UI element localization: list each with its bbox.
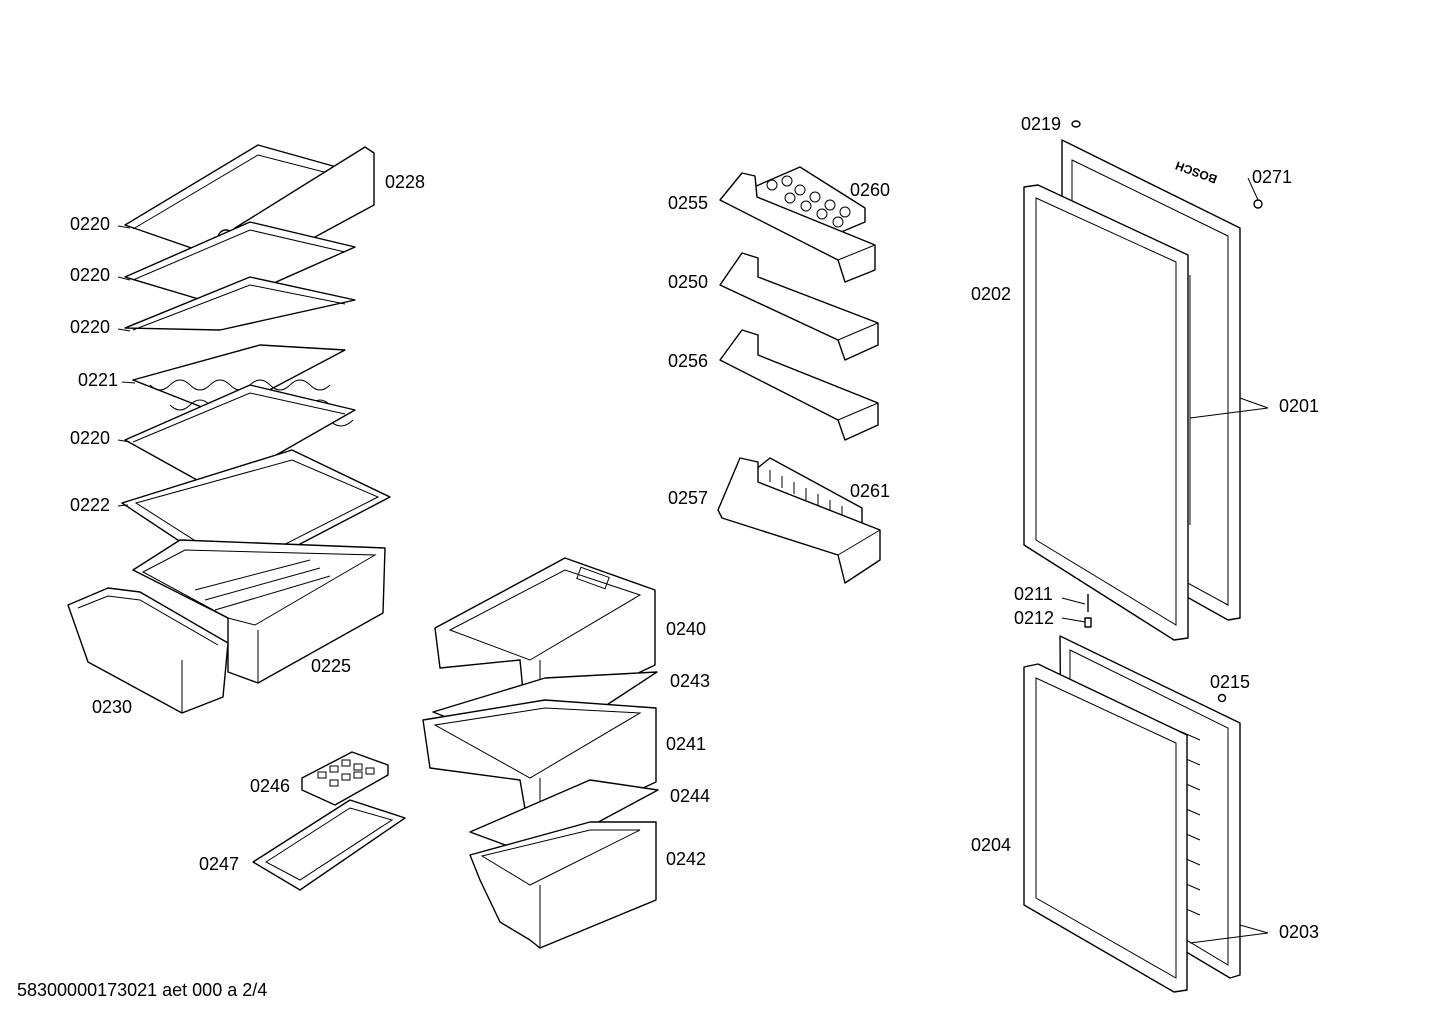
- label-0243: 0243: [670, 671, 710, 691]
- door-bin-0256: [719, 329, 879, 441]
- label-0247: 0247: [199, 854, 239, 874]
- label-0201: 0201: [1279, 396, 1319, 416]
- label-0204: 0204: [971, 835, 1011, 855]
- label-0220-3: 0220: [70, 317, 110, 337]
- label-0220-4: 0220: [70, 428, 110, 448]
- label-0242: 0242: [666, 849, 706, 869]
- label-0240: 0240: [666, 619, 706, 639]
- label-0257: 0257: [668, 488, 708, 508]
- label-0241: 0241: [666, 734, 706, 754]
- label-0211: 0211: [1014, 584, 1053, 604]
- screw-0215: [1217, 693, 1227, 703]
- label-0220-2: 0220: [70, 265, 110, 285]
- bosch-logo: BOSCH: [1174, 158, 1220, 186]
- label-0230: 0230: [92, 697, 132, 717]
- door-bin-0257: [717, 457, 881, 584]
- label-0250: 0250: [668, 272, 708, 292]
- label-0256: 0256: [668, 351, 708, 371]
- door-bin-0250: [719, 252, 879, 361]
- label-0260: 0260: [850, 180, 890, 200]
- cap-0219: [1071, 120, 1081, 128]
- label-0212: 0212: [1014, 608, 1054, 628]
- label-0261: 0261: [850, 481, 890, 501]
- door-gasket-0202: [1023, 184, 1189, 641]
- screw-0271: [1253, 199, 1263, 209]
- drawer-0242: [469, 821, 657, 949]
- ice-tray-0247: [252, 799, 406, 891]
- shelf-0220-4: [124, 384, 356, 491]
- shelf-0220-2: [124, 221, 356, 307]
- small-parts: [1071, 120, 1263, 703]
- crisper-drawer-0225: [132, 539, 386, 684]
- label-0271: 0271: [1252, 167, 1292, 187]
- label-0225: 0225: [311, 656, 351, 676]
- label-0228: 0228: [385, 172, 425, 192]
- label-0219: 0219: [1021, 114, 1061, 134]
- ice-tray-0246: [301, 751, 389, 806]
- door-gasket-0204: [1023, 663, 1188, 993]
- leader-lines: [117, 177, 1269, 944]
- shelf-0220-3: [124, 276, 356, 331]
- label-0222: 0222: [70, 495, 110, 515]
- label-0255: 0255: [668, 193, 708, 213]
- door-bin-0255: [719, 172, 876, 283]
- label-0215: 0215: [1210, 672, 1250, 692]
- bushing-0212: [1084, 617, 1092, 628]
- document-id-footer: 58300000173021 aet 000 a 2/4: [17, 980, 268, 1000]
- label-0202: 0202: [971, 284, 1011, 304]
- label-0244: 0244: [670, 786, 710, 806]
- label-0246: 0246: [250, 776, 290, 796]
- label-0203: 0203: [1279, 922, 1319, 942]
- tray-0230: [67, 587, 229, 714]
- part-labels: 0228 0220 0220 0220 0221 0220 0222 0225 …: [70, 114, 1319, 942]
- label-0220-top: 0220: [70, 214, 110, 234]
- label-0221: 0221: [78, 370, 118, 390]
